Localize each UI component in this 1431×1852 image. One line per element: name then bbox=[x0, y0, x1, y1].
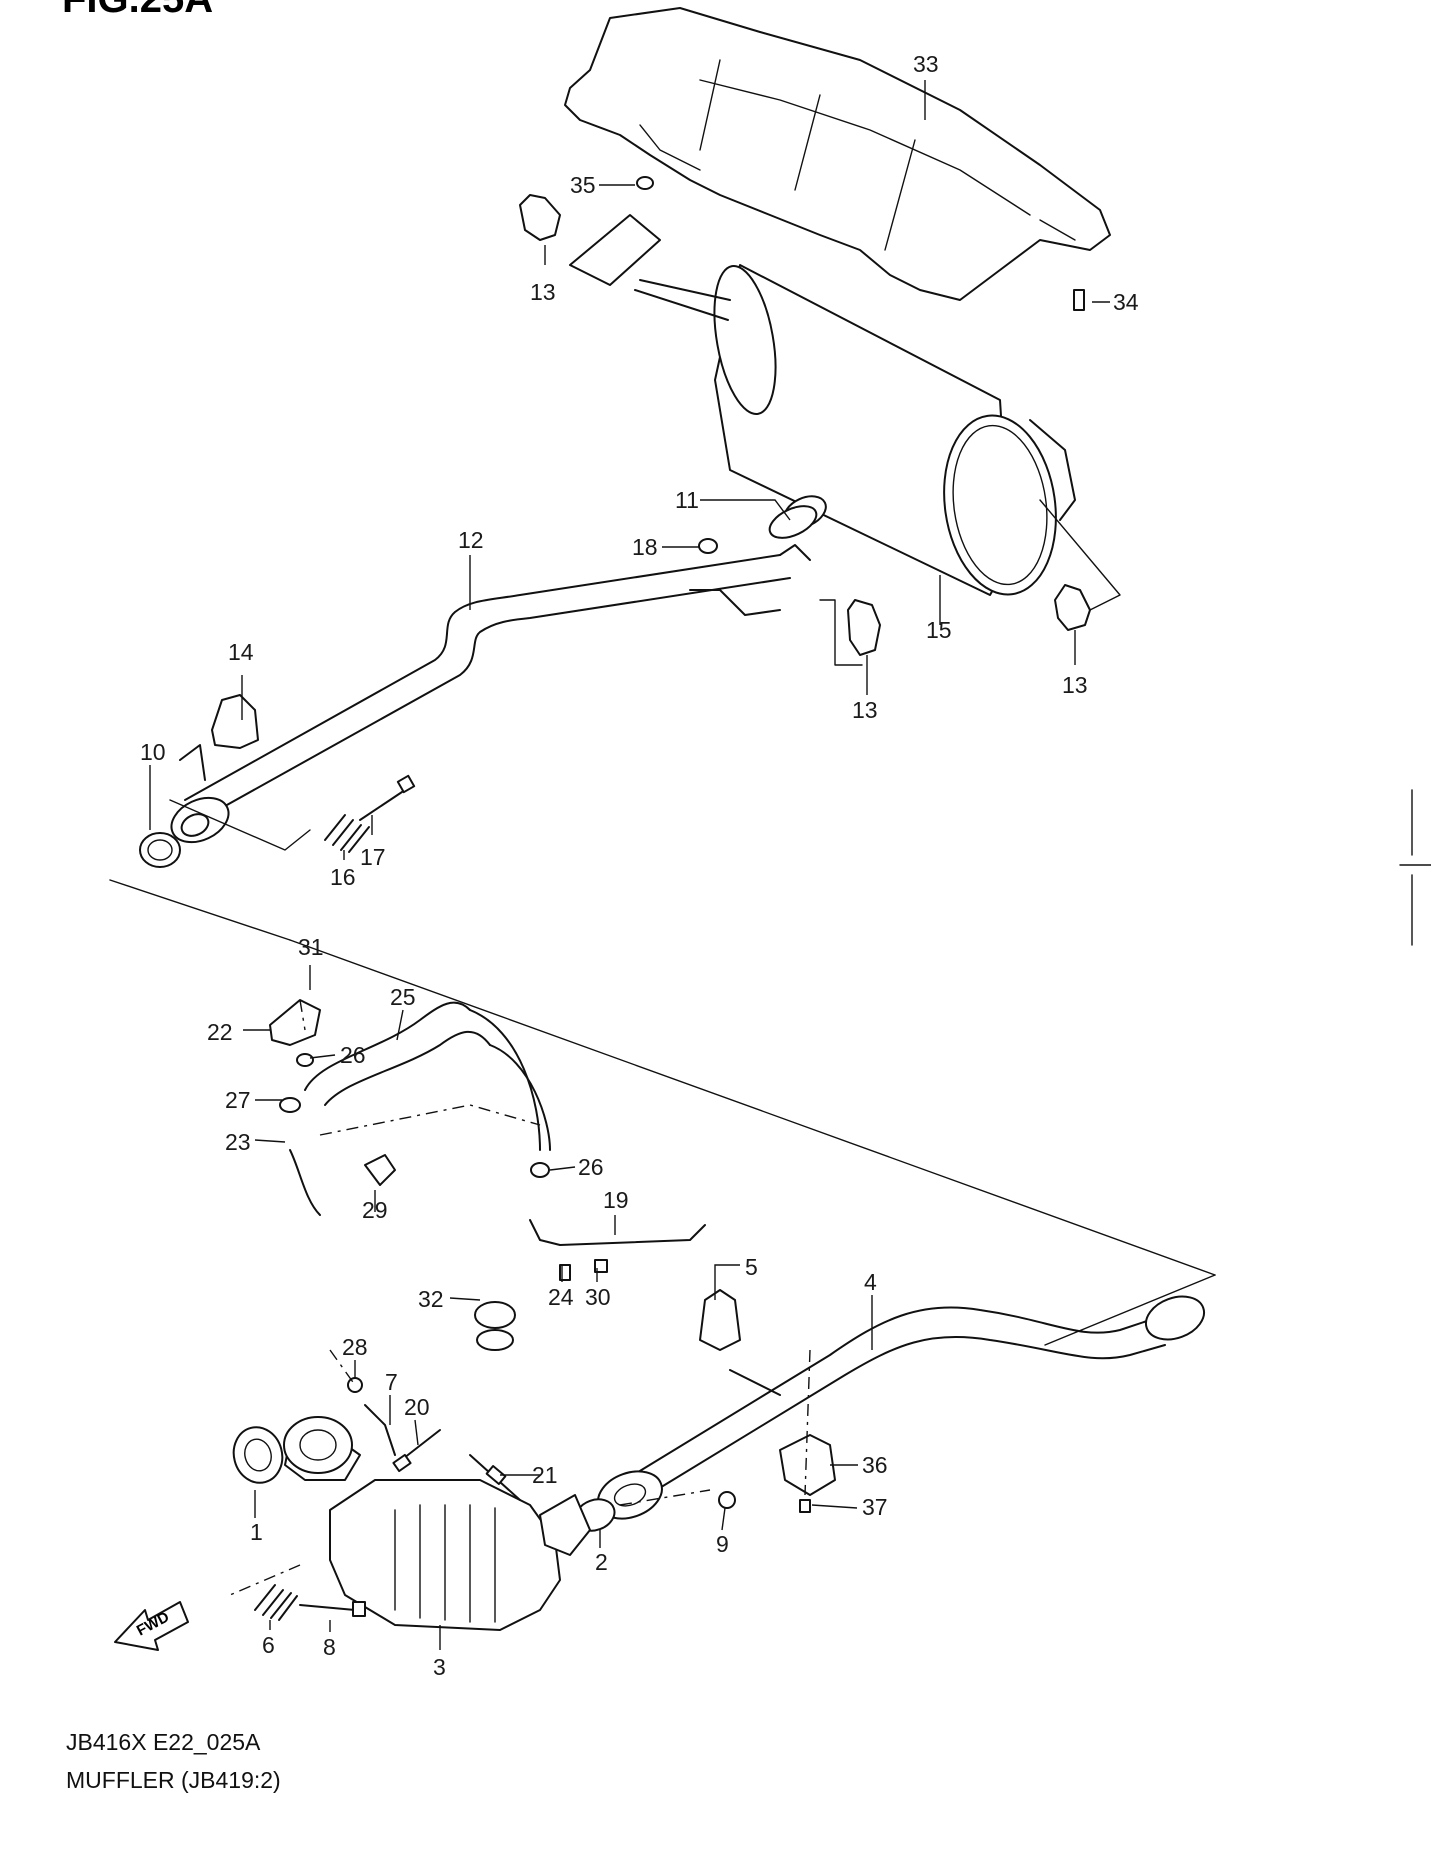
label-13-a: 13 bbox=[530, 279, 556, 305]
muffler bbox=[569, 214, 1076, 596]
spring-bolt-16-17 bbox=[324, 774, 416, 853]
label-33: 33 bbox=[913, 51, 939, 77]
spring-bolt-6-8 bbox=[254, 1584, 366, 1621]
gasket-10 bbox=[139, 832, 181, 868]
label-5: 5 bbox=[745, 1254, 758, 1280]
label-34: 34 bbox=[1113, 289, 1139, 315]
label-7: 7 bbox=[385, 1369, 398, 1395]
label-3: 3 bbox=[433, 1654, 446, 1680]
gasket-1 bbox=[232, 1426, 284, 1484]
nut-18 bbox=[698, 538, 718, 554]
label-2: 2 bbox=[595, 1549, 608, 1575]
label-26-a: 26 bbox=[340, 1042, 366, 1068]
bolt-34 bbox=[1073, 289, 1085, 311]
label-27: 27 bbox=[225, 1087, 251, 1113]
label-21: 21 bbox=[532, 1462, 558, 1488]
label-30: 30 bbox=[585, 1284, 611, 1310]
label-25: 25 bbox=[390, 984, 416, 1010]
hanger-14 bbox=[211, 694, 259, 749]
label-13-b: 13 bbox=[852, 697, 878, 723]
label-35: 35 bbox=[570, 172, 596, 198]
label-20: 20 bbox=[404, 1394, 430, 1420]
label-9: 9 bbox=[716, 1531, 729, 1557]
label-24: 24 bbox=[548, 1284, 574, 1310]
part-number-labels: 33 35 34 13 11 18 12 15 13 13 14 10 16 1… bbox=[140, 51, 1139, 1680]
label-12: 12 bbox=[458, 527, 484, 553]
label-29: 29 bbox=[362, 1197, 388, 1223]
label-19: 19 bbox=[603, 1187, 629, 1213]
bolt-37 bbox=[799, 1499, 811, 1513]
hanger-13-b bbox=[847, 599, 881, 656]
label-18: 18 bbox=[632, 534, 658, 560]
center-pipe bbox=[170, 544, 811, 844]
label-11: 11 bbox=[675, 487, 699, 513]
sensor-hoses bbox=[269, 999, 706, 1351]
leader-lines bbox=[149, 80, 1110, 1650]
nut-28 bbox=[347, 1377, 363, 1393]
front-pipe bbox=[597, 1289, 1206, 1520]
sensor-7 bbox=[364, 1404, 396, 1456]
label-4: 4 bbox=[864, 1269, 877, 1295]
label-28: 28 bbox=[342, 1334, 368, 1360]
label-23: 23 bbox=[225, 1129, 251, 1155]
footer-code: JB416X E22_025A bbox=[66, 1729, 261, 1755]
label-26-b: 26 bbox=[578, 1154, 604, 1180]
label-14: 14 bbox=[228, 639, 254, 665]
label-32: 32 bbox=[418, 1286, 444, 1312]
footer-caption: MUFFLER (JB419:2) bbox=[66, 1767, 281, 1793]
label-36: 36 bbox=[862, 1452, 888, 1478]
fwd-direction-badge: FWD bbox=[114, 1601, 189, 1651]
heat-shield bbox=[564, 7, 1111, 301]
nut-9 bbox=[718, 1491, 736, 1509]
label-17: 17 bbox=[360, 844, 386, 870]
label-13-c: 13 bbox=[1062, 672, 1088, 698]
label-6: 6 bbox=[262, 1632, 275, 1658]
label-8: 8 bbox=[323, 1634, 336, 1660]
hanger-13-a bbox=[519, 194, 561, 241]
figure-title: FIG.25A bbox=[62, 0, 213, 21]
nut-35 bbox=[636, 176, 654, 190]
mount-36 bbox=[779, 1434, 836, 1496]
label-22: 22 bbox=[207, 1019, 233, 1045]
label-1: 1 bbox=[250, 1519, 263, 1545]
edge-tick-marks bbox=[1399, 789, 1431, 946]
label-37: 37 bbox=[862, 1494, 888, 1520]
hanger-13-c bbox=[1054, 584, 1091, 631]
label-16: 16 bbox=[330, 864, 356, 890]
label-15: 15 bbox=[926, 617, 952, 643]
label-31: 31 bbox=[298, 934, 324, 960]
catalytic-converter bbox=[283, 1416, 591, 1631]
label-10: 10 bbox=[140, 739, 166, 765]
